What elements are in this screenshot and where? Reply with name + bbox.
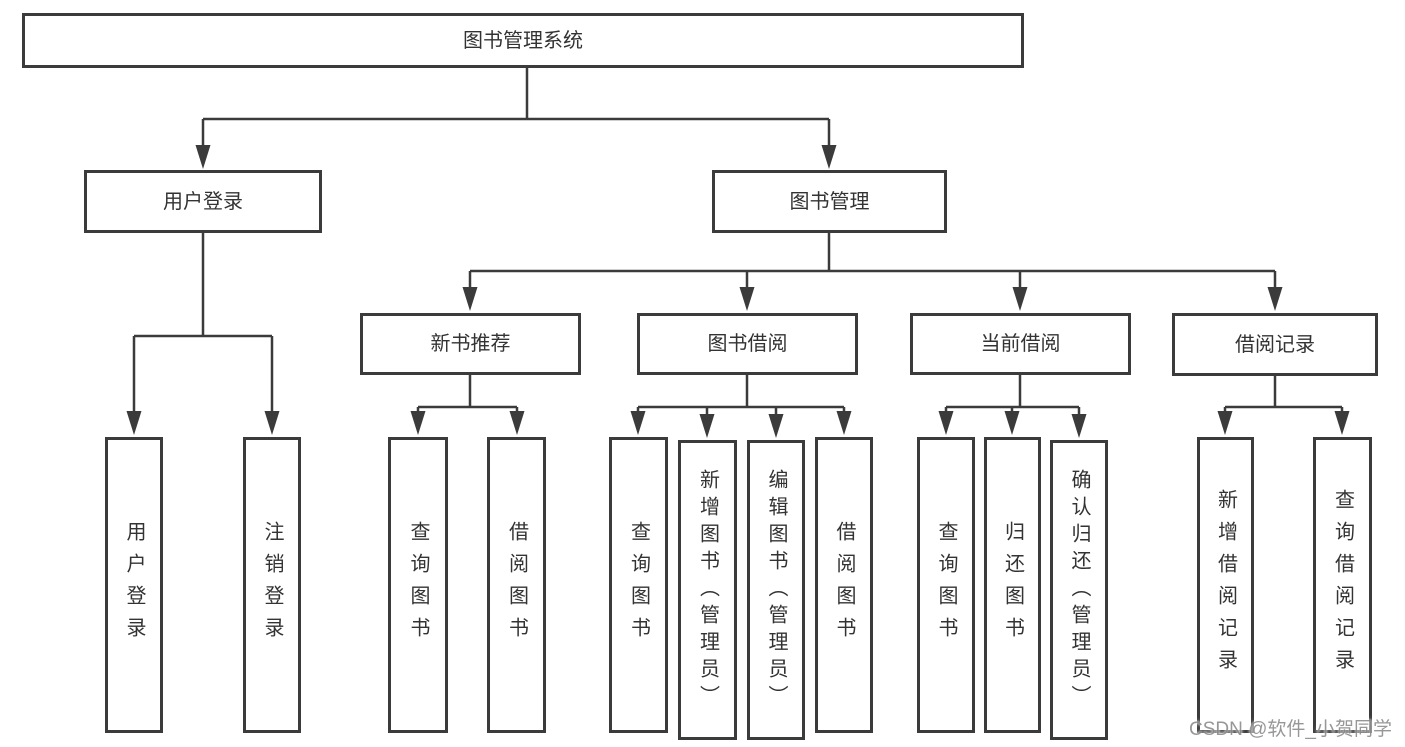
leaf-query-books-2: 查询图书	[609, 437, 668, 733]
leaf-add-borrow-record-label: 新增借阅记录	[1214, 489, 1237, 681]
leaf-query-books-1-label: 查询图书	[407, 521, 429, 649]
arrowhead-down-icon	[1071, 414, 1087, 438]
node-book-borrow: 图书借阅	[637, 313, 858, 375]
arrowhead-down-icon	[410, 411, 426, 435]
leaf-query-books-2-label: 查询图书	[627, 521, 650, 649]
leaf-add-borrow-record: 新增借阅记录	[1197, 437, 1254, 733]
node-user-login: 用户登录	[84, 170, 322, 233]
leaf-borrow-books-2-label: 借阅图书	[833, 521, 855, 649]
arrowhead-down-icon	[630, 411, 646, 435]
arrowhead-down-icon	[1334, 411, 1350, 435]
arrowhead-down-icon	[938, 411, 954, 435]
arrowhead-down-icon	[126, 411, 142, 435]
leaf-borrow-books-1-label: 借阅图书	[505, 521, 528, 649]
node-current-borrow: 当前借阅	[910, 313, 1131, 375]
leaf-query-books-3: 查询图书	[917, 437, 975, 733]
leaf-logout-label: 注销登录	[261, 521, 283, 649]
leaf-add-book-admin-label: 新增图书（管理员）	[696, 468, 719, 712]
node-current-borrow-label: 当前借阅	[980, 333, 1061, 355]
leaf-add-book-admin: 新增图书（管理员）	[678, 440, 737, 740]
arrowhead-down-icon	[509, 411, 525, 435]
leaf-logout: 注销登录	[243, 437, 301, 733]
leaf-confirm-return-admin: 确认归还（管理员）	[1050, 440, 1108, 740]
leaf-user-login-label: 用户登录	[123, 521, 145, 649]
leaf-edit-book-admin-label: 编辑图书（管理员）	[765, 468, 787, 712]
arrowhead-down-icon	[264, 411, 280, 435]
arrowhead-down-icon	[699, 414, 715, 438]
node-book-management-label: 图书管理	[789, 190, 870, 213]
leaf-query-books-1: 查询图书	[388, 437, 448, 733]
leaf-query-borrow-record-label: 查询借阅记录	[1331, 489, 1354, 681]
node-new-book-recommend: 新书推荐	[360, 313, 581, 375]
leaf-query-borrow-record: 查询借阅记录	[1313, 437, 1372, 733]
leaf-user-login: 用户登录	[105, 437, 163, 733]
leaf-borrow-books-1: 借阅图书	[487, 437, 546, 733]
arrowhead-down-icon	[821, 145, 837, 169]
arrowhead-down-icon	[739, 287, 755, 311]
leaf-edit-book-admin: 编辑图书（管理员）	[747, 440, 805, 740]
arrowhead-down-icon	[1004, 411, 1020, 435]
arrowhead-down-icon	[462, 287, 478, 311]
node-book-borrow-label: 图书借阅	[707, 333, 788, 355]
arrowhead-down-icon	[836, 411, 852, 435]
node-root: 图书管理系统	[22, 13, 1024, 68]
leaf-return-book: 归还图书	[984, 437, 1041, 733]
node-user-login-label: 用户登录	[163, 190, 243, 213]
node-new-book-recommend-label: 新书推荐	[430, 333, 511, 355]
leaf-query-books-3-label: 查询图书	[935, 521, 957, 649]
arrowhead-down-icon	[1267, 287, 1283, 311]
node-borrow-records-label: 借阅记录	[1235, 333, 1315, 356]
arrowhead-down-icon	[768, 414, 784, 438]
arrowhead-down-icon	[1217, 411, 1233, 435]
arrowhead-down-icon	[1012, 287, 1028, 311]
node-borrow-records: 借阅记录	[1172, 313, 1378, 376]
arrowhead-down-icon	[195, 145, 211, 169]
leaf-confirm-return-admin-label: 确认归还（管理员）	[1068, 468, 1090, 712]
watermark: CSDN @软件_小贺同学	[1189, 719, 1392, 740]
leaf-return-book-label: 归还图书	[1001, 521, 1024, 649]
node-book-management: 图书管理	[712, 170, 947, 233]
node-root-label: 图书管理系统	[463, 29, 583, 52]
leaf-borrow-books-2: 借阅图书	[815, 437, 873, 733]
connector-path	[132, 68, 1344, 418]
